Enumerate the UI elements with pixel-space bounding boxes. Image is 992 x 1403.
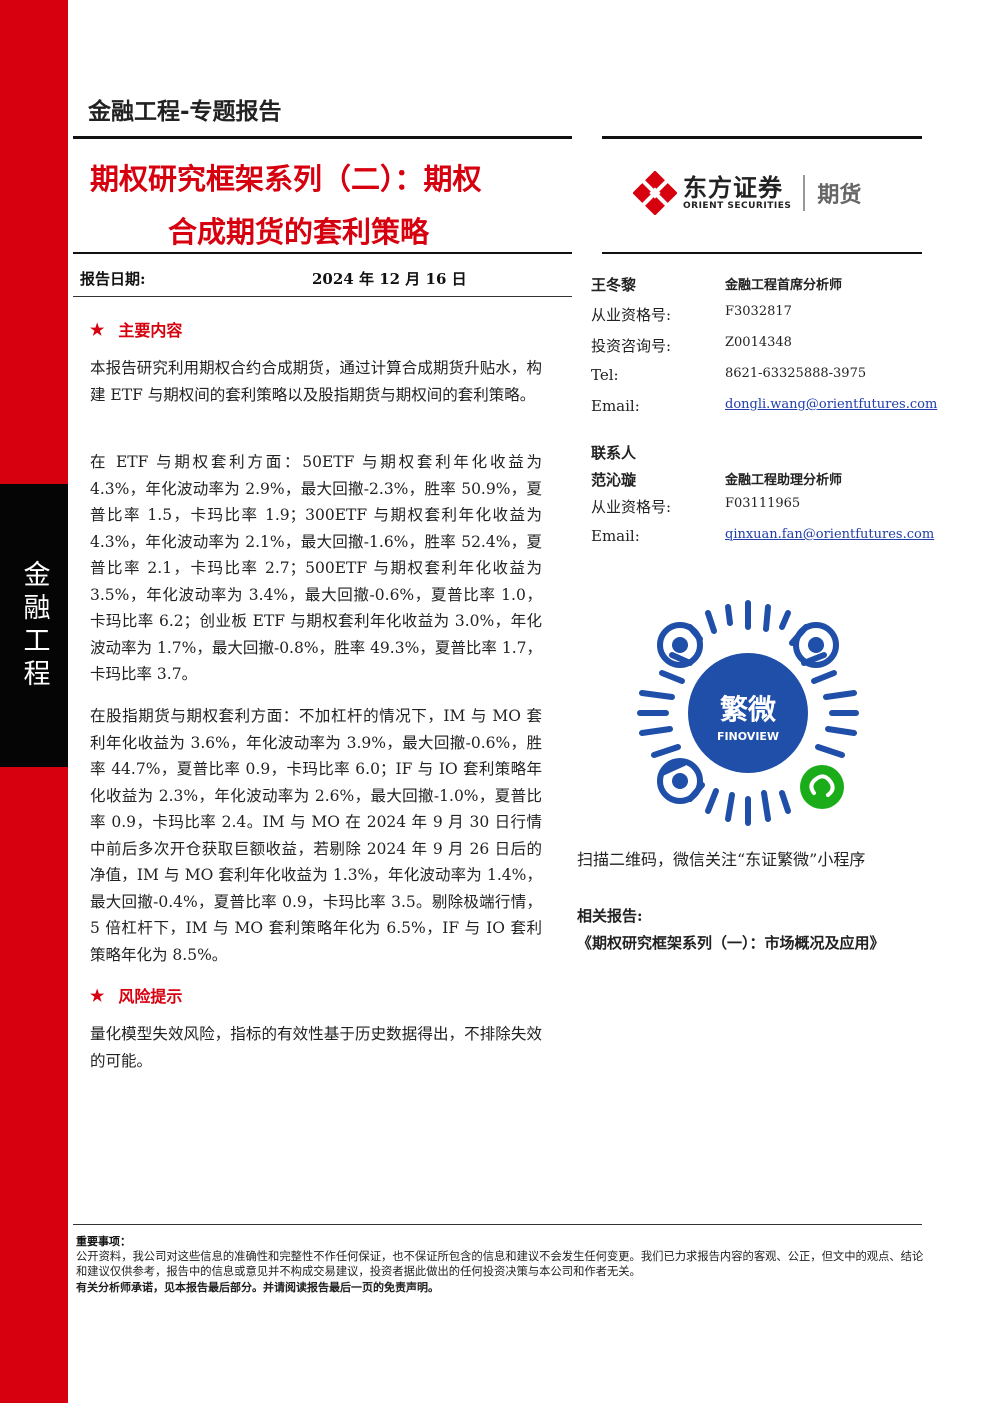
analyst-1-email-link[interactable]: dongli.wang@orientfutures.com bbox=[725, 397, 938, 412]
report-title-line2: 合成期货的套利策略 bbox=[168, 215, 430, 249]
report-category: 金融工程-专题报告 bbox=[88, 99, 282, 125]
analyst-1-consult-value: Z0014348 bbox=[725, 335, 792, 350]
qr-code[interactable]: 繁微 FINOVIEW bbox=[632, 597, 864, 829]
wechat-miniprogram-icon bbox=[800, 765, 844, 809]
report-title-line1: 期权研究框架系列（二）：期权 bbox=[90, 162, 482, 196]
logo-separator bbox=[803, 175, 806, 211]
report-date-label: 报告日期: bbox=[80, 270, 146, 288]
footer-note: 有关分析师承诺，见本报告最后部分。并请阅读报告最后一页的免责声明。 bbox=[76, 1281, 439, 1294]
logo-suffix: 期货 bbox=[817, 183, 862, 208]
contact-label: 联系人 bbox=[591, 444, 637, 462]
qr-center-en: FINOVIEW bbox=[717, 730, 779, 743]
orient-logo-icon bbox=[633, 171, 677, 215]
qr-center-cn: 繁微 bbox=[720, 693, 776, 726]
analyst-2-qual-value: F03111965 bbox=[725, 496, 801, 511]
side-black-tab bbox=[0, 484, 68, 767]
title-rule-right bbox=[602, 252, 922, 254]
logo-name-cn: 东方证券 bbox=[683, 174, 783, 202]
analyst-1-name: 王冬黎 bbox=[591, 276, 637, 294]
qr-finder-patterns bbox=[657, 622, 839, 804]
analyst-2-name: 范沁璇 bbox=[591, 471, 637, 489]
analyst-1-qual-value: F3032817 bbox=[725, 304, 792, 319]
risk-paragraph: 量化模型失效风险，指标的有效性基于历史数据得出，不排除失效的可能。 bbox=[90, 1025, 542, 1070]
header-rule-right bbox=[602, 136, 922, 139]
summary-paragraph-1: 本报告研究利用期权合约合成期货，通过计算合成期货升贴水，构建 ETF 与期权间的… bbox=[90, 359, 542, 404]
side-tab-label: 金融工程 bbox=[18, 559, 50, 692]
logo-name-en: ORIENT SECURITIES bbox=[683, 201, 792, 211]
analyst-2-email-label: Email: bbox=[591, 527, 640, 545]
title-rule-left bbox=[73, 252, 572, 254]
main-content-heading: ★ 主要内容 bbox=[90, 317, 182, 341]
summary-paragraph-3: 在股指期货与期权套利方面：不加杠杆的情况下，IM 与 MO 套利年化收益为 3.… bbox=[90, 707, 542, 964]
analyst-2-email-link[interactable]: qinxuan.fan@orientfutures.com bbox=[725, 527, 935, 542]
summary-paragraph-2: 在 ETF 与期权套利方面：50ETF 与期权套利年化收益为 4.3%，年化波动… bbox=[90, 453, 542, 683]
qr-center-badge bbox=[688, 653, 808, 773]
report-date-value: 2024 年 12 月 16 日 bbox=[312, 270, 467, 288]
star-icon: ★ bbox=[90, 319, 105, 339]
footer-rule bbox=[73, 1224, 922, 1225]
analyst-1-email-label: Email: bbox=[591, 397, 640, 415]
qr-caption: 扫描二维码，微信关注“东证繁微”小程序 bbox=[577, 850, 866, 869]
analyst-2-title: 金融工程助理分析师 bbox=[725, 473, 843, 488]
analyst-1-tel-label: Tel: bbox=[591, 366, 619, 384]
logo-text: 东方证券 ORIENT SECURITIES bbox=[683, 175, 791, 211]
analyst-1-tel-value: 8621-63325888-3975 bbox=[725, 366, 867, 381]
risk-heading-text: 风险提示 bbox=[118, 987, 183, 1006]
risk-heading: ★ 风险提示 bbox=[90, 983, 182, 1007]
main-content-heading-text: 主要内容 bbox=[118, 321, 183, 340]
analyst-1-consult-label: 投资咨询号: bbox=[591, 337, 672, 355]
star-icon: ★ bbox=[90, 985, 105, 1005]
related-reports-label: 相关报告: bbox=[577, 907, 643, 925]
date-rule bbox=[73, 296, 572, 297]
footer-heading: 重要事项： bbox=[76, 1235, 131, 1248]
analyst-1-title: 金融工程首席分析师 bbox=[725, 278, 843, 293]
company-logo: 东方证券 ORIENT SECURITIES 期货 bbox=[633, 170, 893, 216]
header-rule-left bbox=[73, 136, 572, 139]
related-report-link[interactable]: 《期权研究框架系列（一）：市场概况及应用》 bbox=[577, 934, 885, 952]
analyst-2-qual-label: 从业资格号: bbox=[591, 498, 672, 516]
footer-disclaimer: 公开资料，我公司对这些信息的准确性和完整性不作任何保证，也不保证所包含的信息和建… bbox=[76, 1250, 924, 1278]
analyst-1-qual-label: 从业资格号: bbox=[591, 306, 672, 324]
